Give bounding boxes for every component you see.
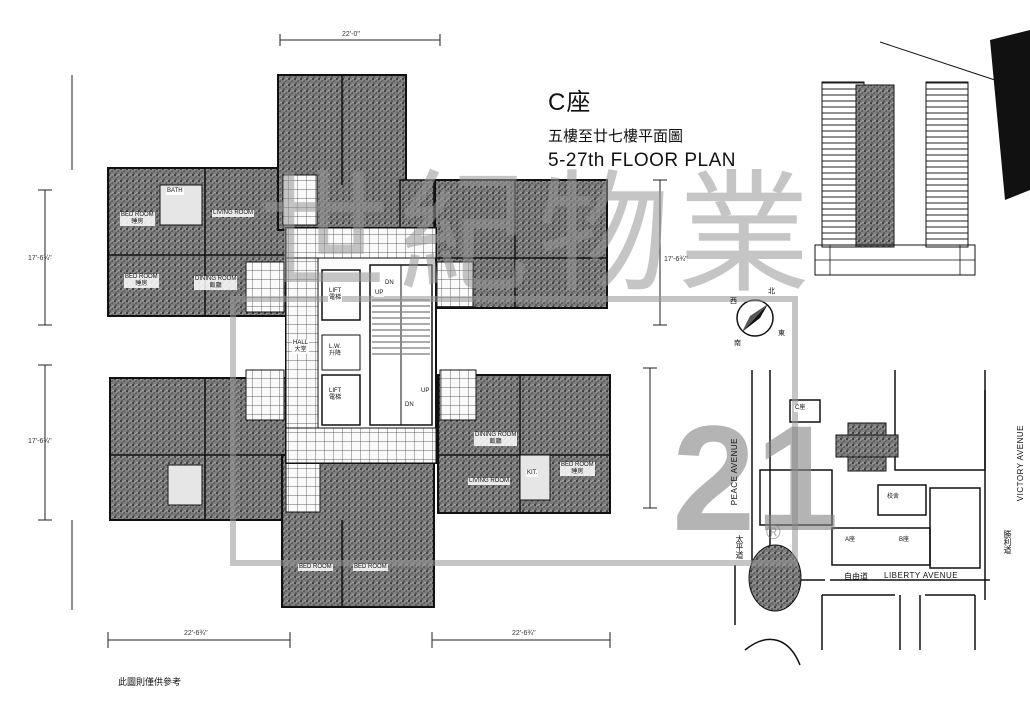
watermark-registered-mark: ® (766, 522, 781, 544)
site-plan (734, 370, 990, 666)
dimension-bottom-left: 22'-6¾" (184, 630, 208, 637)
stair-label-up-1: UP (374, 290, 385, 297)
street-peace-avenue-zh: 太平道 (735, 535, 744, 559)
top-wing (277, 74, 435, 231)
site-label-block-b: B座 (898, 537, 911, 544)
room-label-bath-1: BATH (166, 188, 184, 195)
block-name: C座 (548, 89, 592, 116)
site-plan-block-c-icon (835, 422, 899, 472)
street-liberty-avenue-zh: 自由道 (844, 572, 868, 581)
title-block: C座 五樓至廿七樓平面圖 5-27th FLOOR PLAN (548, 82, 736, 172)
lower-right-wing (437, 369, 611, 514)
dimension-left-lower: 17'-6¾" (28, 438, 52, 445)
room-label-kitchen: KIT. (526, 470, 539, 477)
building-elevation (814, 30, 1030, 276)
street-victory-avenue: VICTORY AVENUE (1016, 425, 1025, 502)
room-label-lift-lobby: L.W.升降 (328, 344, 343, 358)
stair-label-dn-2: DN (404, 402, 415, 409)
compass-north: 北 (768, 288, 775, 295)
street-victory-avenue-zh: 勝利道 (1003, 530, 1012, 554)
stair-label-up-2: UP (420, 388, 431, 395)
site-label-block-a: A座 (844, 537, 857, 544)
dimension-right: 17'-6¾" (664, 256, 688, 263)
footer-note: 此圖則僅供參考 (118, 678, 182, 688)
compass-icon (736, 299, 774, 337)
street-liberty-avenue: LIBERTY AVENUE (884, 571, 959, 580)
site-label-school: 校舍 (886, 494, 901, 501)
site-label-block-c: C座 (794, 405, 807, 412)
upper-right-wing (434, 179, 608, 309)
dimension-bottom-right: 22'-6¾" (512, 630, 536, 637)
room-label-bedroom-5: BED ROOM (353, 564, 388, 571)
street-peace-avenue: PEACE AVENUE (730, 438, 739, 506)
dimension-lines (38, 34, 667, 648)
compass-south: 南 (734, 340, 741, 347)
bottom-wing (281, 454, 435, 608)
compass-west: 西 (730, 298, 737, 305)
room-label-bedroom-4: BED ROOM (298, 564, 333, 571)
floor-range-chinese: 五樓至廿七樓平面圖 (548, 127, 684, 145)
dimension-left-upper: 17'-6¾" (28, 255, 52, 262)
room-label-living-2: LIVING ROOM (468, 478, 511, 485)
lower-left-wing (109, 369, 287, 521)
compass-east: 東 (778, 330, 785, 337)
dimension-top: 22'-0" (342, 31, 360, 38)
room-label-living-1: LIVING ROOM (212, 210, 255, 217)
central-core (285, 227, 437, 464)
site-plan-park (748, 544, 802, 612)
upper-left-wing (107, 167, 287, 317)
stair-label-dn-1: DN (384, 280, 395, 287)
floor-range-english: 5-27th FLOOR PLAN (548, 150, 737, 171)
